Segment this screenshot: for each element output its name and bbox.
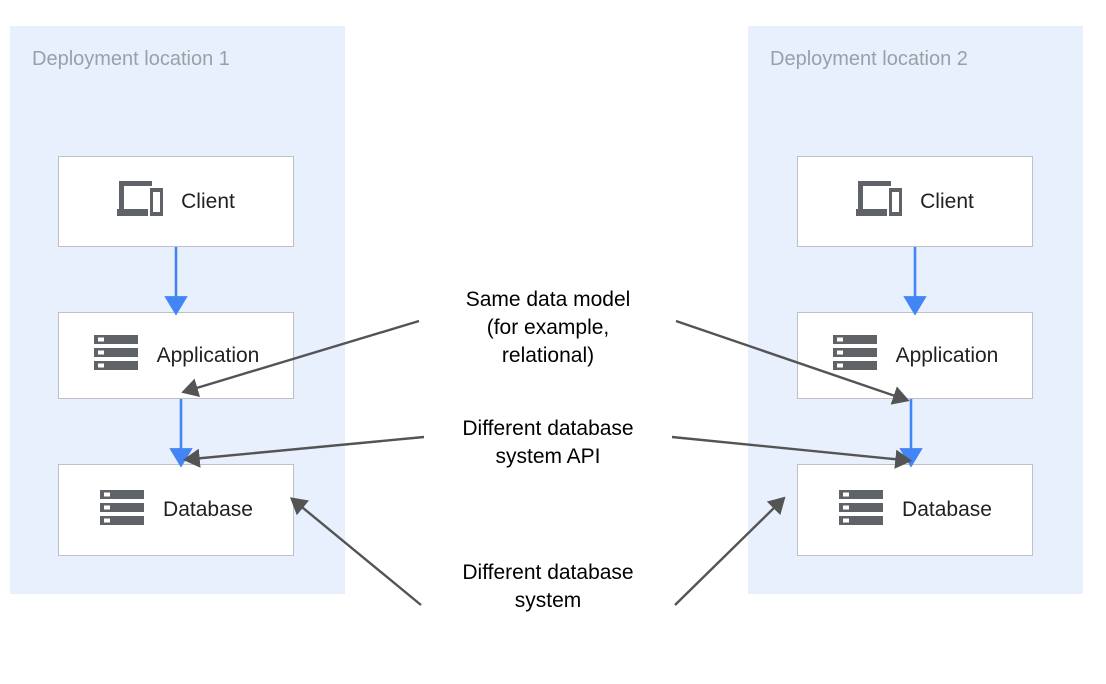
server-stack-icon: [93, 333, 139, 378]
node-application-2[interactable]: Application: [797, 312, 1033, 399]
server-stack-icon: [832, 333, 878, 378]
node-application-1[interactable]: Application: [58, 312, 294, 399]
devices-icon: [117, 179, 164, 224]
annotation-different-database-system-api: Different database system API: [462, 417, 634, 468]
node-client-1-label: Client: [181, 189, 235, 213]
node-application-2-label: Application: [895, 343, 999, 367]
deployment-zone-2-label: Deployment location 2: [770, 48, 968, 70]
node-client-2[interactable]: Client: [797, 156, 1033, 247]
node-application-1-label: Application: [156, 343, 260, 367]
annotation-different-database-system: Different database system: [462, 561, 634, 612]
node-database-1[interactable]: Database: [58, 464, 294, 556]
devices-icon: [856, 179, 903, 224]
server-stack-icon: [99, 488, 145, 533]
annotation-same-data-model: Same data model (for example, relational…: [465, 288, 631, 367]
node-client-1[interactable]: Client: [58, 156, 294, 247]
server-stack-icon: [838, 488, 884, 533]
node-database-2-label: Database: [902, 498, 992, 521]
node-client-2-label: Client: [920, 189, 974, 213]
deployment-zone-1-label: Deployment location 1: [32, 48, 230, 70]
node-database-1-label: Database: [163, 498, 253, 521]
node-database-2[interactable]: Database: [797, 464, 1033, 556]
